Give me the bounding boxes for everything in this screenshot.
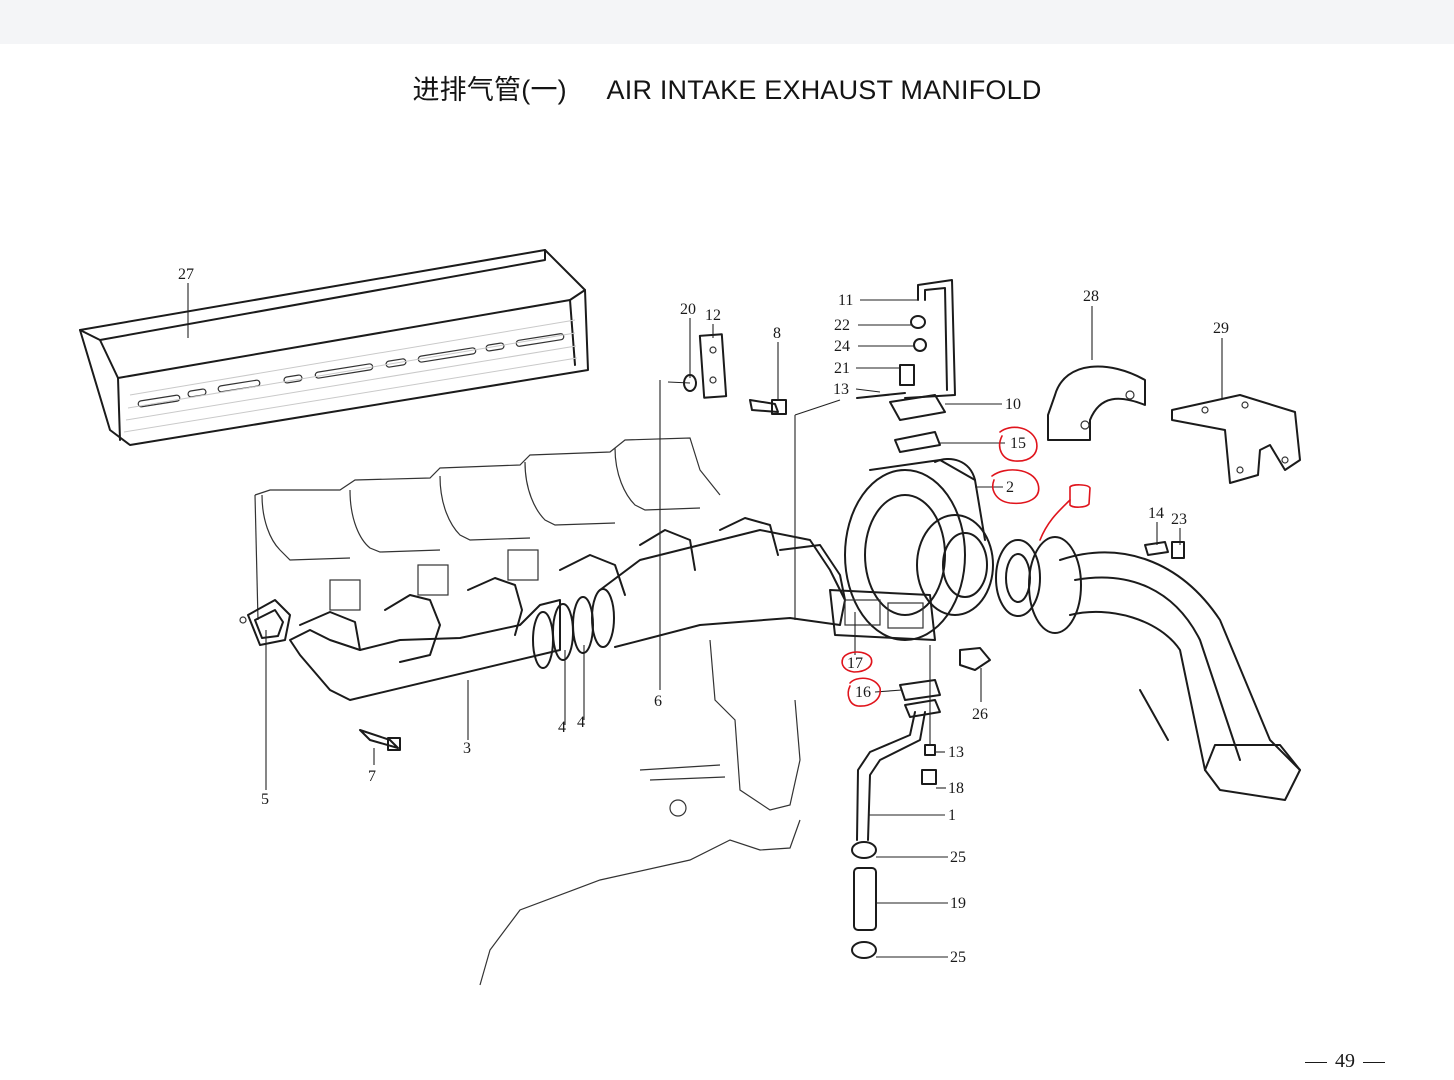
red-circle-2: [991, 469, 1040, 505]
manifold-gaskets: [239, 599, 291, 646]
engine-block-outline: [254, 437, 801, 986]
callout-8: 8: [773, 325, 781, 342]
callout-17: 17: [847, 655, 863, 672]
red-circle-16: [847, 677, 881, 707]
red-annotations: [841, 426, 1091, 707]
clamp-part: [1047, 365, 1146, 441]
title-english: AIR INTAKE EXHAUST MANIFOLD: [606, 75, 1042, 105]
turbocharger: [829, 458, 994, 641]
callout-15: 15: [1010, 435, 1026, 452]
bracket-part: [1171, 394, 1301, 484]
callout-12: 12: [705, 307, 721, 324]
callout-10: 10: [1005, 396, 1021, 413]
callout-23: 23: [1171, 511, 1187, 528]
oil-feed-assembly: [856, 279, 956, 453]
page-title: 进排气管(一) AIR INTAKE EXHAUST MANIFOLD: [0, 68, 1454, 107]
callout-4-right: 4: [577, 714, 585, 731]
callout-22: 22: [834, 317, 850, 334]
callout-26: 26: [972, 706, 988, 723]
callout-24: 24: [834, 338, 850, 355]
red-empty-box: [1069, 484, 1091, 508]
callout-labels: 27 20 12 8 11 22 24 21 13 10 15 2 28 29 …: [178, 266, 1229, 966]
callout-13-lower: 13: [948, 744, 964, 761]
callout-6: 6: [654, 693, 662, 710]
callout-13-upper: 13: [833, 381, 849, 398]
callout-19: 19: [950, 895, 966, 912]
callout-29: 29: [1213, 320, 1229, 337]
exhaust-elbow: [995, 536, 1301, 801]
callout-16: 16: [855, 684, 871, 701]
red-leader-to-gasket: [1039, 499, 1071, 541]
red-circle-17: [841, 651, 873, 673]
callout-4-left: 4: [558, 719, 566, 736]
page-number-dash-left: [1305, 1061, 1327, 1064]
callout-11: 11: [838, 292, 853, 309]
callout-28: 28: [1083, 288, 1099, 305]
callout-25-upper: 25: [950, 849, 966, 866]
callout-20: 20: [680, 301, 696, 318]
callout-7: 7: [368, 768, 376, 785]
callout-27: 27: [178, 266, 194, 283]
page-number-dash-right: [1363, 1061, 1385, 1064]
callout-18: 18: [948, 780, 964, 797]
heat-shield-part: [79, 249, 589, 446]
top-bar: [0, 0, 1454, 44]
callout-5: 5: [261, 791, 269, 808]
exhaust-manifold: [289, 517, 846, 701]
misc-fasteners: [851, 541, 1185, 959]
callout-14: 14: [1148, 505, 1164, 522]
red-circle-15: [998, 426, 1038, 462]
callout-25-lower: 25: [950, 949, 966, 966]
manifold-bolt: [359, 729, 401, 751]
callout-1: 1: [948, 807, 956, 824]
callout-2: 2: [1006, 479, 1014, 496]
page-number: 49: [1290, 1050, 1400, 1073]
callout-21: 21: [834, 360, 850, 377]
page-number-value: 49: [1335, 1050, 1355, 1072]
callout-3: 3: [463, 740, 471, 757]
title-chinese: 进排气管(一): [412, 75, 567, 105]
plate-washer-bolt: [683, 333, 787, 415]
